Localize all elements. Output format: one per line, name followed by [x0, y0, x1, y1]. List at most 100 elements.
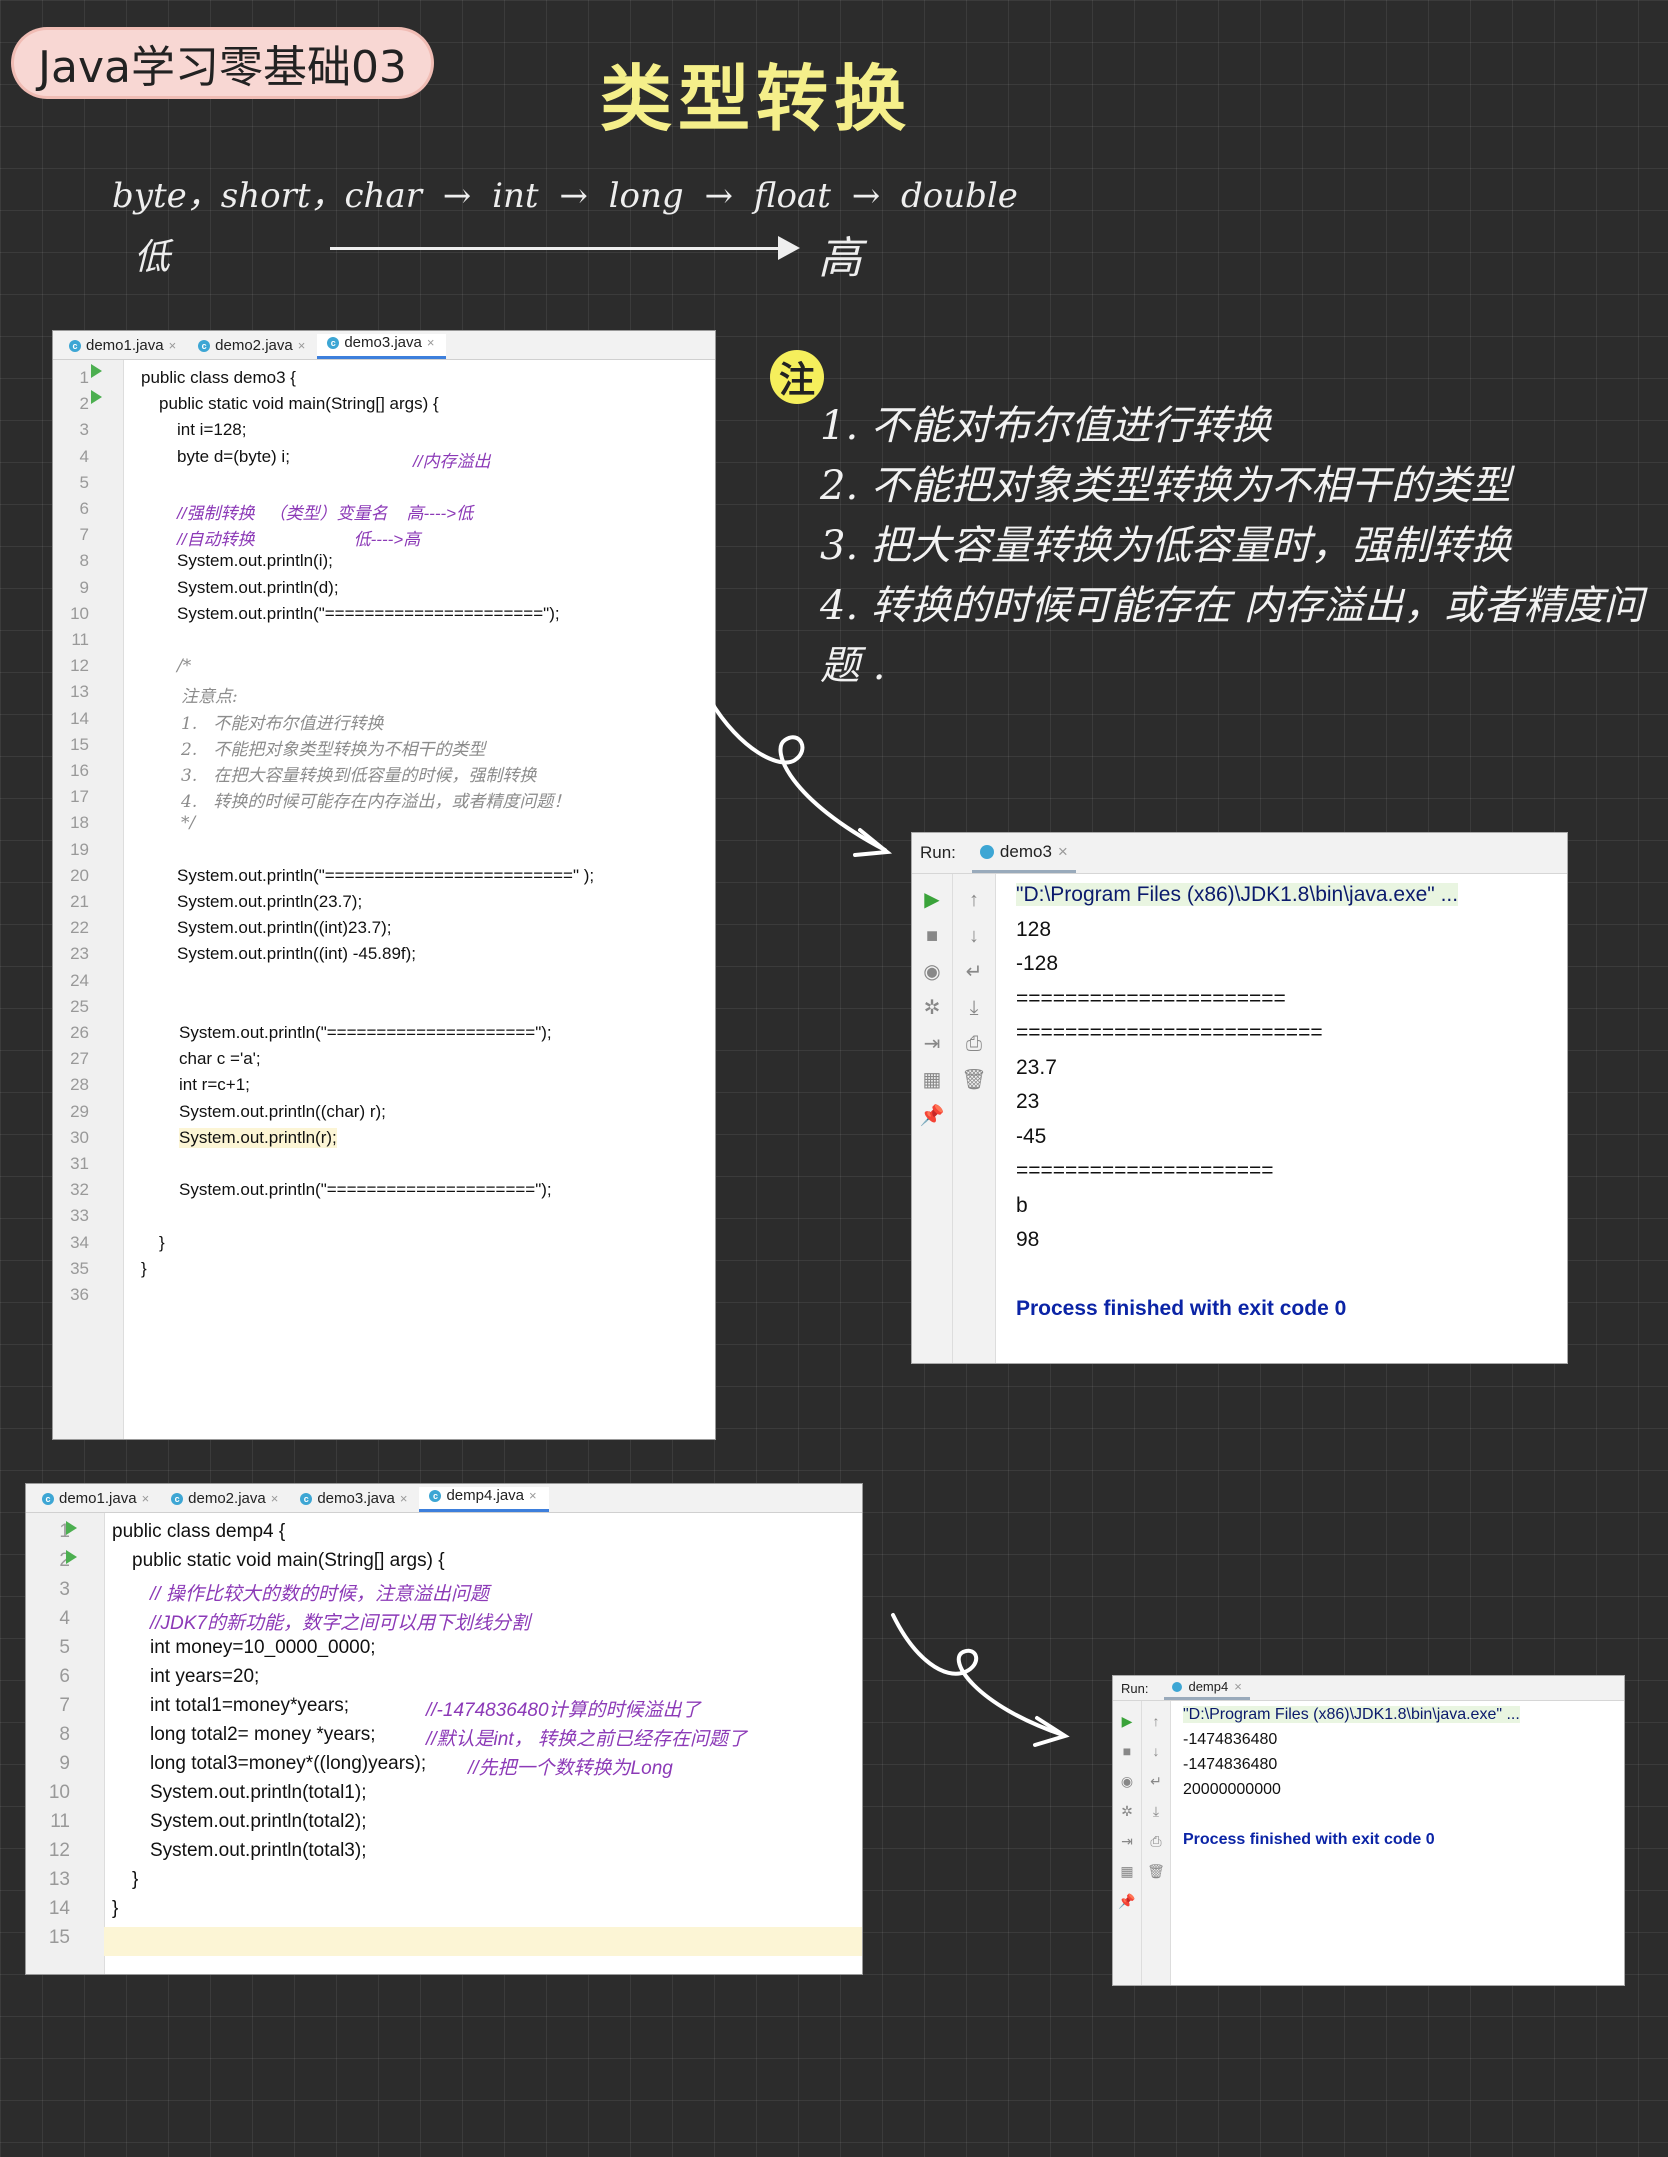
rerun-icon[interactable]: ▶	[924, 889, 940, 911]
exit-icon[interactable]: ⇥	[1121, 1833, 1133, 1849]
camera-icon[interactable]: ◉	[1120, 1773, 1134, 1789]
class-icon: c	[429, 1489, 442, 1502]
run-console-demp4: Run: demp4× ▶ ■ ◉ ✲ ⇥ ▦ 📌 ↑ ↓ ↵ ⤓ ⎙ 🗑 "D…	[1112, 1675, 1625, 1986]
run-gutter-icon[interactable]	[91, 390, 102, 404]
close-icon[interactable]: ×	[399, 1491, 408, 1506]
settings-icon[interactable]: ✲	[923, 997, 941, 1019]
line-number: 7	[59, 1695, 70, 1716]
line-number: 36	[70, 1285, 89, 1304]
line-number: 11	[50, 1811, 70, 1832]
pin-icon[interactable]: 📌	[1118, 1893, 1136, 1909]
line-number: 27	[70, 1049, 89, 1069]
line-number: 4	[59, 1608, 70, 1629]
run-gutter-icon[interactable]	[66, 1550, 77, 1564]
wrap-icon[interactable]: ↵	[1150, 1773, 1162, 1789]
class-icon: c	[69, 339, 81, 352]
close-icon[interactable]: ×	[141, 1491, 150, 1506]
run-gutter-icon[interactable]	[91, 364, 102, 378]
code-line: //强制转换 （类型）变量名 高---->低	[177, 504, 474, 523]
run-gutter-icon[interactable]	[66, 1521, 77, 1535]
close-icon[interactable]: ×	[1057, 841, 1068, 861]
code-line: //默认是int， 转换之前已经存在问题了	[426, 1729, 747, 1750]
line-number: 8	[59, 1724, 70, 1745]
close-icon[interactable]: ×	[168, 338, 177, 353]
close-icon[interactable]: ×	[529, 1488, 537, 1503]
class-icon	[1172, 1681, 1183, 1692]
line-number: 19	[70, 839, 89, 859]
close-icon[interactable]: ×	[1234, 1679, 1242, 1694]
console-line: ======================	[1016, 986, 1286, 1010]
arrow-head-icon	[778, 236, 800, 260]
up-icon[interactable]: ↑	[1152, 1713, 1160, 1729]
code-line: public static void main(String[] args) {	[159, 394, 439, 414]
class-icon: c	[171, 1492, 184, 1505]
code-line: char c ='a';	[179, 1049, 261, 1069]
down-icon[interactable]: ↓	[969, 925, 979, 947]
command-text: "D:\Program Files (x86)\JDK1.8\bin\java.…	[1183, 1706, 1520, 1723]
note-item: 4. 转换的时候可能存在 内存溢出，或者精度问题 .	[820, 583, 1644, 689]
line-number: 11	[71, 630, 89, 649]
run-console-demo3: Run: demo3× ▶ ■ ◉ ✲ ⇥ ▦ 📌 ↑ ↓ ↵ ⤓ ⎙ 🗑 "D…	[911, 832, 1568, 1364]
run-tab-demo3[interactable]: demo3×	[971, 833, 1076, 873]
close-icon[interactable]: ×	[270, 1491, 279, 1506]
camera-icon[interactable]: ◉	[923, 961, 941, 983]
run-label: Run:	[920, 843, 956, 862]
curly-arrow-icon	[708, 698, 893, 857]
code-line: 2. 不能把对象类型转换为不相干的类型	[181, 739, 486, 760]
line-number: 25	[70, 996, 89, 1016]
exit-icon[interactable]: ⇥	[923, 1033, 941, 1055]
pin-icon[interactable]: 📌	[919, 1105, 945, 1127]
up-icon[interactable]: ↑	[969, 889, 979, 911]
line-number: 16	[70, 761, 89, 780]
type-long: long	[608, 176, 684, 216]
close-icon[interactable]: ×	[297, 338, 306, 353]
line-number: 1	[59, 1521, 70, 1542]
line-number: 24	[70, 970, 89, 990]
code-line: System.out.println(d);	[177, 577, 339, 597]
run-tab-demp4[interactable]: demp4×	[1164, 1676, 1250, 1700]
console-line: 23	[1016, 1090, 1040, 1113]
header-pill: Java学习零基础03	[14, 30, 431, 96]
class-icon: c	[300, 1492, 313, 1505]
layout-icon[interactable]: ▦	[1120, 1863, 1134, 1879]
code-line: System.out.println((int) -45.89f);	[177, 944, 417, 964]
code-line: public static void main(String[] args) {	[132, 1550, 445, 1571]
code-line: int r=c+1;	[179, 1075, 250, 1095]
down-icon[interactable]: ↓	[1152, 1743, 1160, 1759]
rerun-icon[interactable]: ▶	[1121, 1713, 1133, 1729]
line-number: 13	[70, 682, 89, 702]
layout-icon[interactable]: ▦	[922, 1069, 942, 1091]
console-header: Run: demo3×	[912, 833, 1567, 874]
line-number: 22	[70, 918, 89, 938]
line-number: 2	[59, 1550, 70, 1571]
close-icon[interactable]: ×	[426, 335, 435, 350]
stop-icon[interactable]: ■	[925, 925, 939, 947]
print-icon[interactable]: ⎙	[1150, 1833, 1162, 1849]
code-line: //JDK7的新功能，数字之间可以用下划线分割	[150, 1613, 531, 1634]
scroll-end-icon[interactable]: ⤓	[1152, 1803, 1160, 1819]
console-command: "D:\Program Files (x86)\JDK1.8\bin\java.…	[1016, 883, 1459, 907]
line-number: 29	[70, 1101, 89, 1121]
line-number: 14	[70, 708, 89, 728]
finish-text: Process finished with exit code 0	[1183, 1831, 1435, 1848]
line-number: 31	[70, 1154, 89, 1173]
line-number: 13	[48, 1869, 70, 1890]
settings-icon[interactable]: ✲	[1121, 1803, 1133, 1819]
stop-icon[interactable]: ■	[1122, 1743, 1132, 1759]
trash-icon[interactable]: 🗑	[961, 1069, 987, 1091]
trash-icon[interactable]: 🗑	[1147, 1863, 1165, 1879]
scroll-end-icon[interactable]: ⤓	[969, 997, 979, 1019]
console-line: -45	[1016, 1124, 1047, 1148]
print-icon[interactable]: ⎙	[966, 1033, 982, 1055]
wrap-icon[interactable]: ↵	[965, 961, 983, 983]
console-line: 20000000000	[1183, 1781, 1281, 1798]
console-line: -128	[1016, 952, 1059, 975]
